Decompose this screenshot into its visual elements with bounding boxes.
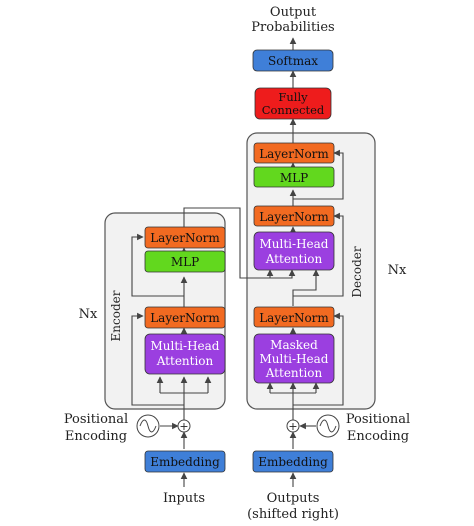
encoder-repeat-label: Nx bbox=[79, 307, 98, 322]
decoder-layernorm-3-rect bbox=[253, 306, 335, 328]
fully-connected-block: Fully Connected bbox=[254, 87, 332, 120]
outputs-label-line2: (shifted right) bbox=[247, 507, 339, 522]
decoder-layernorm-1-rect bbox=[253, 142, 335, 164]
encoder-layernorm-bottom-rect bbox=[144, 306, 226, 329]
fully-connected-line2: Connected bbox=[262, 103, 325, 117]
decoder-masked-attention-line2: Multi-Head bbox=[260, 352, 329, 366]
softmax-label: Softmax bbox=[268, 54, 318, 68]
encoder-mlp-rect bbox=[144, 250, 226, 273]
encoder-side-label: Encoder bbox=[109, 290, 123, 341]
decoder-pos-enc-icon bbox=[316, 414, 340, 438]
decoder-embedding-rect bbox=[252, 450, 334, 473]
decoder-repeat-label: Nx bbox=[388, 263, 407, 278]
encoder-layernorm-top-rect bbox=[144, 226, 226, 249]
decoder-pos-enc-line1: Positional bbox=[346, 412, 410, 427]
decoder-mlp-rect bbox=[253, 166, 335, 188]
decoder-layernorm-2-label: LayerNorm bbox=[259, 210, 329, 224]
softmax-rect bbox=[252, 49, 334, 72]
encoder-pos-enc-line2: Encoding bbox=[65, 429, 127, 444]
encoder-layernorm-top-label: LayerNorm bbox=[150, 231, 220, 245]
encoder-embedding: Embedding bbox=[144, 450, 226, 473]
encoder-layernorm-top: LayerNorm bbox=[144, 226, 226, 249]
encoder-mlp-label: MLP bbox=[171, 255, 199, 269]
decoder-layernorm-1: LayerNorm bbox=[253, 142, 335, 164]
decoder-cross-attention-line1: Multi-Head bbox=[260, 237, 329, 251]
encoder-sine-wave-icon bbox=[139, 419, 157, 433]
decoder-add-circle bbox=[286, 419, 300, 433]
encoder-embedding-rect bbox=[144, 450, 226, 473]
inputs-label: Inputs bbox=[163, 491, 205, 506]
fully-connected-rect bbox=[254, 87, 332, 120]
decoder-layernorm-2: LayerNorm bbox=[253, 205, 335, 227]
encoder-add-symbol: + bbox=[179, 420, 188, 433]
decoder-embedding-label: Embedding bbox=[258, 455, 328, 469]
decoder-cross-attention: Multi-Head Attention bbox=[253, 231, 335, 271]
decoder-add-symbol: + bbox=[288, 420, 297, 433]
encoder-attention-line1: Multi-Head bbox=[151, 339, 220, 353]
encoder-pos-enc-line1: Positional bbox=[64, 412, 128, 427]
decoder-cross-attention-line2: Attention bbox=[265, 252, 323, 266]
decoder-layernorm-3: LayerNorm bbox=[253, 306, 335, 328]
decoder-masked-attention-rect bbox=[253, 333, 335, 384]
decoder-layernorm-3-label: LayerNorm bbox=[259, 311, 329, 325]
decoder-add-node: + bbox=[286, 419, 300, 433]
encoder-attention: Multi-Head Attention bbox=[144, 333, 226, 375]
decoder-cross-attention-rect bbox=[253, 231, 335, 271]
encoder-layernorm-bottom: LayerNorm bbox=[144, 306, 226, 329]
fully-connected-line1: Fully bbox=[278, 90, 308, 104]
encoder-layernorm-bottom-label: LayerNorm bbox=[150, 311, 220, 325]
decoder-masked-attention-line1: Masked bbox=[270, 338, 318, 352]
decoder-masked-attention: Masked Multi-Head Attention bbox=[253, 333, 335, 384]
decoder-layernorm-2-rect bbox=[253, 205, 335, 227]
encoder-embedding-label: Embedding bbox=[150, 455, 220, 469]
encoder-attention-rect bbox=[144, 333, 226, 375]
decoder-side-label: Decoder bbox=[350, 246, 364, 297]
output-title-line1: Output bbox=[270, 5, 317, 20]
decoder-embedding: Embedding bbox=[252, 450, 334, 473]
output-title-line2: Probabilities bbox=[251, 20, 334, 35]
softmax-block: Softmax bbox=[252, 49, 334, 72]
encoder-pos-enc-icon bbox=[136, 414, 160, 438]
encoder-add-circle bbox=[177, 419, 191, 433]
decoder-mlp-label: MLP bbox=[280, 171, 308, 185]
decoder-mlp: MLP bbox=[253, 166, 335, 188]
encoder-mlp: MLP bbox=[144, 250, 226, 273]
connectors bbox=[131, 37, 344, 487]
decoder-pos-enc-line2: Encoding bbox=[347, 429, 409, 444]
outputs-label-line1: Outputs bbox=[267, 491, 320, 506]
decoder-layernorm-1-label: LayerNorm bbox=[259, 147, 329, 161]
encoder-add-node: + bbox=[177, 419, 191, 433]
encoder-attention-line2: Attention bbox=[156, 354, 214, 368]
decoder-masked-attention-line3: Attention bbox=[265, 366, 323, 380]
decoder-sine-wave-icon bbox=[319, 419, 337, 433]
